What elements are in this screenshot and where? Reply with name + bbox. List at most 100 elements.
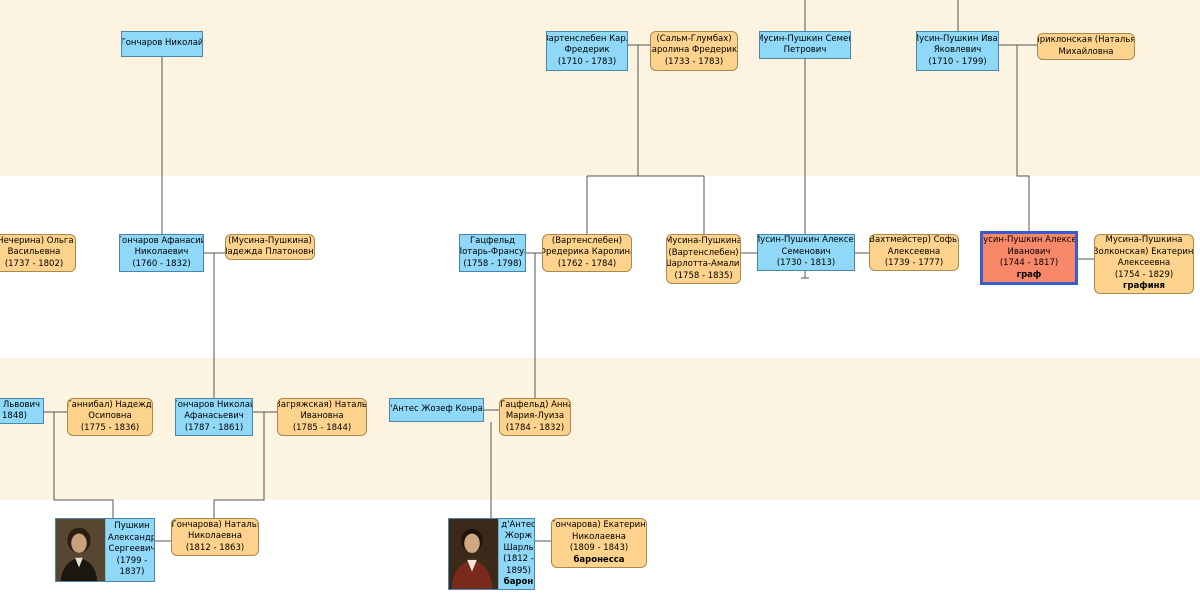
person-years: (1787 - 1861) — [184, 422, 244, 433]
person-card-wartensleben-karl[interactable]: Вартенслебен Карл Фредерик (1710 - 1783) — [546, 31, 628, 71]
person-years: (1785 - 1844) — [292, 422, 352, 433]
person-years: (1754 - 1829) — [1114, 269, 1174, 280]
person-name-line: Гацфельд — [470, 235, 515, 246]
person-years: (1809 - 1843) — [569, 543, 629, 553]
person-card-musina-ekaterina[interactable]: Мусина-Пушкина (Волконская) Екатерина Ал… — [1094, 234, 1194, 294]
person-name-line: (Вахтмейстер) Софья — [869, 235, 959, 246]
person-name-line: Осиповна — [88, 411, 132, 422]
person-card-musin-ivan[interactable]: Мусин-Пушкин Иван Яковлевич (1710 - 1799… — [916, 31, 999, 71]
person-name-line: Мария-Луиза — [505, 411, 565, 422]
portrait-photo-dantes — [449, 519, 499, 589]
person-years: (1739 - 1777) — [884, 258, 944, 269]
person-name-line: (Волконская) Екатерина — [1094, 246, 1194, 257]
person-years: (1758 - 1798) — [463, 258, 522, 269]
person-card-goncharov-nikolay-a[interactable]: Гончаров Николай Афанасьевич (1787 - 186… — [175, 398, 253, 436]
person-years: (1710 - 1799) — [928, 56, 987, 67]
person-years: (1744 - 1817) — [999, 258, 1059, 268]
person-name-line: Иванович — [1007, 246, 1051, 257]
person-name-line: Приклонская (Наталья) — [1037, 35, 1135, 45]
person-name-line: Гончаров Николай — [121, 38, 203, 49]
person-years: (1710 - 1783) — [557, 56, 617, 67]
person-card-salm-karolina[interactable]: (Сальм-Глумбах) Каролина Фредерика (1733… — [650, 31, 738, 71]
person-years: (1758 - 1835) — [674, 270, 733, 281]
generation-band-1 — [0, 0, 1200, 176]
person-card-wartensleben-friederike[interactable]: (Вартенслебен) Фредерика Каролина (1762 … — [542, 234, 632, 272]
person-name-line: Петрович — [783, 45, 827, 55]
person-name-line: Николаевич — [134, 247, 189, 258]
person-title: графиня — [1123, 281, 1165, 292]
person-name-line: Надежда Платоновна — [225, 247, 315, 257]
person-title: баронесса — [573, 554, 625, 565]
person-years: (1812 - 1863) — [185, 542, 245, 553]
person-name-line: Мусин-Пушкин Алексей — [757, 235, 855, 246]
person-name-line: Шарль — [503, 542, 534, 553]
person-name-line: (Гончарова) Наталья — [171, 519, 259, 530]
person-name-line: (Загряжская) Наталья — [277, 399, 367, 410]
person-card-pushkin-alexander[interactable]: Пушкин Александр Сергеевич (1799 - 1837) — [55, 518, 155, 582]
person-card-dantes-georges[interactable]: д'Антес Жорж Шарль (1812 - 1895) барон — [448, 518, 535, 590]
person-name-line: (Гацфельд) Анна — [499, 399, 571, 410]
person-name-line: Алексеевна — [887, 246, 941, 257]
person-card-musin-alexey-i-selected[interactable]: Мусин-Пушкин Алексей Иванович (1744 - 18… — [980, 231, 1078, 285]
person-years: (1784 - 1832) — [505, 422, 565, 433]
person-name-line: Алексеевна — [1117, 258, 1171, 269]
person-name-line: Николаевна — [188, 531, 242, 542]
person-name-line: 1848) — [2, 411, 27, 421]
person-years: (1737 - 1802) — [4, 258, 64, 269]
person-name-line: Михайловна — [1058, 46, 1114, 57]
person-card-chicherina[interactable]: (Чечерина) Ольга Васильевна (1737 - 1802… — [0, 234, 76, 272]
person-card-musina-nadezhda[interactable]: (Мусина-Пушкина) Надежда Платоновна — [225, 234, 315, 260]
person-years: (1733 - 1783) — [664, 56, 724, 67]
person-name-line: Каролина Фредерика — [650, 45, 738, 56]
person-name-line: Семенович — [781, 246, 831, 257]
person-name-line: Мусин-Пушкин Алексей — [980, 235, 1078, 245]
person-name-line: Гончаров Афанасий — [119, 235, 204, 246]
person-name-line: Васильевна — [7, 247, 61, 258]
person-name-line: Мусина-Пушкина — [1105, 235, 1183, 246]
person-name-line: Мусин-Пушкин Иван — [916, 33, 999, 44]
person-name-line: Яковлевич — [933, 45, 982, 56]
person-name-line: Шарлотта-Амалия — [666, 259, 741, 269]
person-name-line: Фредерик — [564, 45, 610, 56]
person-card-dantes-joseph[interactable]: д'Антес Жозеф Конрад — [389, 398, 484, 422]
person-name-line: (Гончарова) Екатерина — [551, 520, 647, 530]
person-card-musina-charlotte[interactable]: Мусина-Пушкина (Вартенслебен) Шарлотта-А… — [666, 234, 741, 284]
person-name-line: Вартенслебен Карл — [546, 33, 628, 44]
person-name-line: (Ганнибал) Надежда — [67, 399, 153, 410]
person-card-musin-semen[interactable]: Мусин-Пушкин Семен Петрович — [759, 31, 851, 59]
person-card-wachtmeister-sofya[interactable]: (Вахтмейстер) Софья Алексеевна (1739 - 1… — [869, 234, 959, 271]
person-years: 1895) — [506, 565, 531, 576]
person-card-musin-alexey-s[interactable]: Мусин-Пушкин Алексей Семенович (1730 - 1… — [757, 234, 855, 271]
person-name-line: Жорж — [504, 531, 533, 541]
person-name-line: Пушкин — [114, 521, 150, 532]
person-title: граф — [1016, 269, 1042, 280]
person-name-line: Николаевна — [572, 531, 626, 542]
person-card-goncharov-nikolay[interactable]: Гончаров Николай — [121, 31, 203, 57]
person-card-goncharova-ekaterina[interactable]: (Гончарова) Екатерина Николаевна (1809 -… — [551, 518, 647, 568]
person-name-line: д'Антес Жозеф Конрад — [389, 404, 484, 415]
person-card-pushkin-sergey[interactable]: ей Львович 1848) — [0, 398, 44, 424]
person-name-line: (Мусина-Пушкина) — [228, 235, 312, 246]
person-name-line: ей Львович — [0, 399, 40, 410]
person-name-line: д'Антес — [501, 519, 535, 530]
person-card-goncharova-natalya[interactable]: (Гончарова) Наталья Николаевна (1812 - 1… — [171, 518, 259, 556]
person-card-gannibal-nadezhda[interactable]: (Ганнибал) Надежда Осиповна (1775 - 1836… — [67, 398, 153, 436]
person-name-line: (Сальм-Глумбах) — [656, 33, 732, 44]
person-years: 1837) — [119, 567, 145, 578]
person-years: (1775 - 1836) — [80, 422, 140, 433]
person-name-line: (Чечерина) Ольга — [0, 235, 74, 246]
person-years: (1730 - 1813) — [776, 258, 836, 269]
person-card-hatzfeld-lothar[interactable]: Гацфельд Лотарь-Франсуа (1758 - 1798) — [459, 234, 526, 272]
person-card-goncharov-afanasy[interactable]: Гончаров Афанасий Николаевич (1760 - 183… — [119, 234, 204, 272]
person-name-line: Фредерика Каролина — [542, 247, 632, 258]
person-name-line: Сергеевич — [108, 544, 155, 555]
person-name-line: Ивановна — [300, 411, 344, 422]
person-card-zagryazhskaya[interactable]: (Загряжская) Наталья Ивановна (1785 - 18… — [277, 398, 367, 436]
person-card-priklonskaya[interactable]: Приклонская (Наталья) Михайловна — [1037, 33, 1135, 60]
person-card-hatzfeld-anna[interactable]: (Гацфельд) Анна Мария-Луиза (1784 - 1832… — [499, 398, 571, 436]
portrait-photo-pushkin — [56, 519, 105, 581]
person-text-block: д'Антес Жорж Шарль (1812 - 1895) барон — [499, 519, 535, 589]
person-years: (1760 - 1832) — [132, 258, 191, 269]
person-name-line: Афанасьевич — [184, 411, 244, 422]
person-text-block: Пушкин Александр Сергеевич (1799 - 1837) — [106, 521, 155, 579]
